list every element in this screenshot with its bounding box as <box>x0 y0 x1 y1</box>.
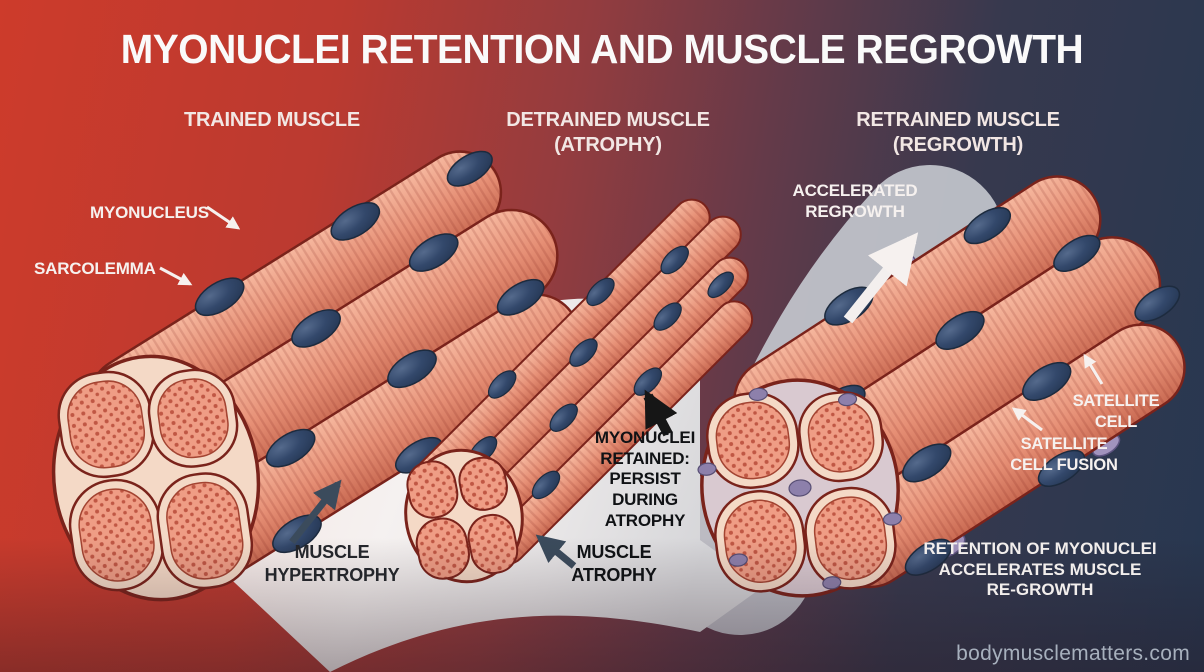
muscle-atrophy-label: MUSCLE ATROPHY <box>571 542 657 585</box>
muscle-hypertrophy-label: MUSCLE HYPERTROPHY <box>264 542 400 585</box>
column-header-trained: TRAINED MUSCLE <box>183 109 361 131</box>
column-header-retrained: RETRAINED MUSCLE (REGROWTH) <box>856 109 1060 156</box>
myonuclei-retained-arrow <box>643 389 678 437</box>
cross-section <box>51 354 261 602</box>
page-title: MYONUCLEI RETENTION AND MUSCLE REGROWTH <box>120 26 1084 72</box>
cross-section <box>404 448 524 584</box>
cross-section <box>697 378 903 598</box>
sarcolemma-label: SARCOLEMMA <box>34 259 156 278</box>
trained-muscle-illustration <box>51 150 581 602</box>
atrophy-arrow <box>535 534 577 569</box>
myonuclei-retained-label: MYONUCLEI RETAINED: PERSIST DURING ATROP… <box>594 428 696 530</box>
satellite-cell-arrow <box>1083 353 1104 385</box>
satellite-cell-label: SATELLITE CELL <box>1072 392 1160 431</box>
satellite-cells-cross-section <box>697 387 903 590</box>
column-header-detrained: DETRAINED MUSCLE (ATROPHY) <box>506 109 710 156</box>
sarcolemma-arrow <box>159 266 193 286</box>
retention-note-label: RETENTION OF MYONUCLEI ACCELERATES MUSCL… <box>923 539 1157 600</box>
satellite-cell-fusion-label: SATELLITE CELL FUSION <box>1010 435 1118 474</box>
watermark: bodymusclematters.com <box>956 642 1190 665</box>
detrained-muscle-illustration <box>404 198 754 584</box>
hypertrophy-arrow <box>289 479 342 545</box>
accelerated-regrowth-label: ACCELERATED REGROWTH <box>792 181 918 222</box>
muscle-fibers <box>415 198 754 565</box>
myonucleus-arrow <box>206 205 241 230</box>
satellite-cell-fusion-arrow <box>1011 407 1043 432</box>
myonucleus-label: MYONUCLEUS <box>90 203 209 222</box>
accelerated-regrowth-arrow <box>843 232 919 324</box>
